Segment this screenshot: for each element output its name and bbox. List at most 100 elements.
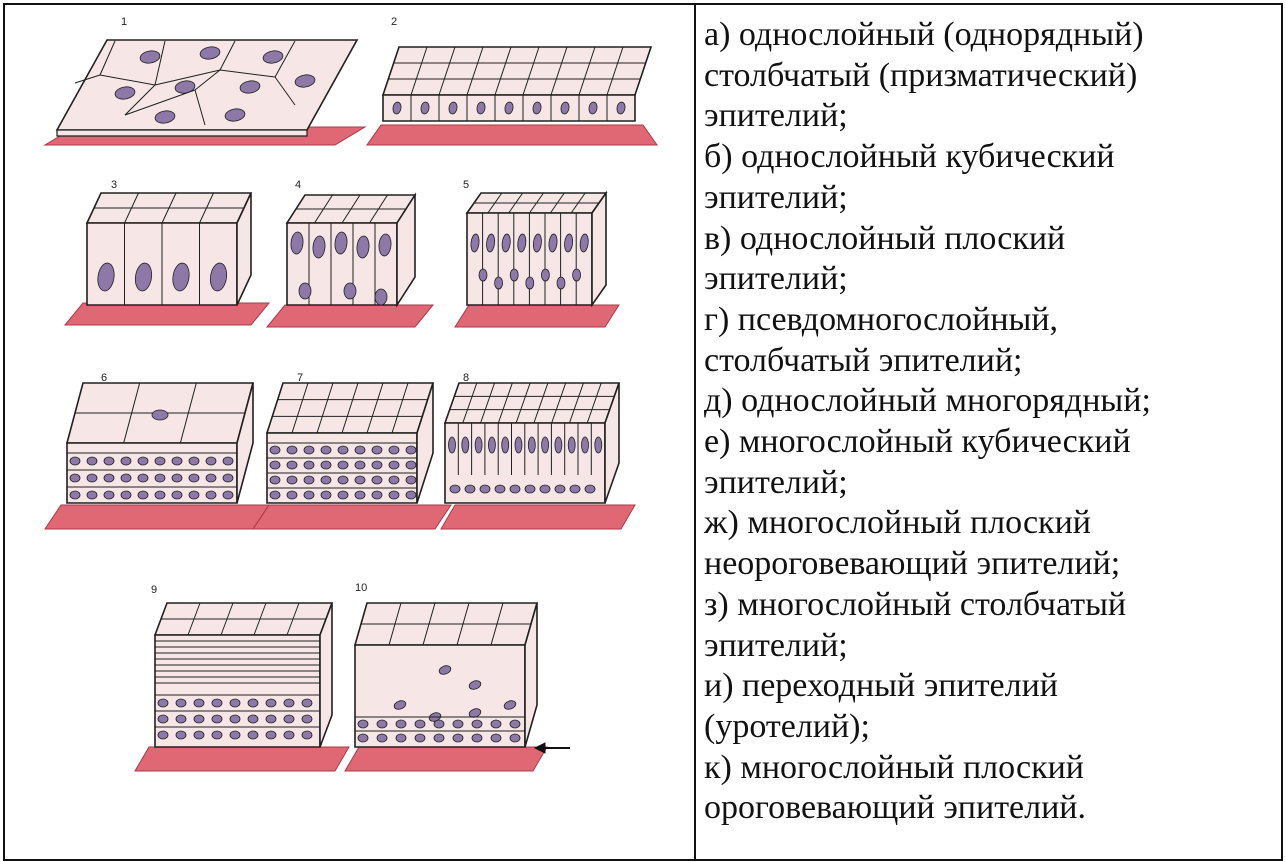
nucleus [206, 491, 216, 499]
nucleus [434, 720, 444, 728]
nucleus [510, 269, 518, 281]
legend-line: эпителий; [704, 259, 1286, 300]
legend-line: д) однослойный многорядный; [704, 381, 1286, 422]
nucleus [510, 720, 520, 728]
nucleus [406, 491, 416, 499]
nucleus [372, 491, 382, 499]
nucleus [302, 699, 312, 707]
table-divider [694, 5, 696, 859]
nucleus [495, 485, 505, 493]
nucleus [87, 457, 97, 465]
nucleus [344, 283, 356, 299]
nucleus [194, 715, 204, 723]
nucleus [230, 699, 240, 707]
nucleus [248, 731, 258, 739]
nucleus [302, 731, 312, 739]
panel-number: 7 [297, 372, 303, 384]
nucleus [434, 734, 444, 742]
nucleus [389, 491, 399, 499]
nucleus [304, 461, 314, 469]
nucleus [528, 437, 535, 453]
nucleus [355, 476, 365, 484]
nucleus [465, 485, 475, 493]
nucleus [304, 446, 314, 454]
nucleus [152, 410, 168, 420]
nucleus [270, 491, 280, 499]
nucleus [321, 461, 331, 469]
nucleus [480, 485, 490, 493]
nucleus [321, 446, 331, 454]
basement-membrane [345, 747, 547, 771]
nucleus [557, 277, 565, 289]
nucleus [284, 731, 294, 739]
nucleus [223, 491, 233, 499]
nucleus [172, 491, 182, 499]
legend-line: эпителий; [704, 178, 1286, 219]
nucleus [389, 446, 399, 454]
nucleus [138, 491, 148, 499]
nucleus [541, 269, 549, 281]
nucleus [355, 491, 365, 499]
panel-number: 8 [463, 372, 469, 384]
nucleus [70, 474, 80, 482]
nucleus [70, 491, 80, 499]
basement-membrane [65, 303, 269, 325]
nucleus [472, 720, 482, 728]
nucleus [176, 715, 186, 723]
panel-number: 2 [391, 16, 397, 28]
basement-membrane [135, 747, 349, 771]
nucleus [573, 269, 581, 281]
nucleus [172, 457, 182, 465]
nucleus [555, 485, 565, 493]
legend-line: г) псевдомногослойный, [704, 300, 1286, 341]
nucleus [155, 474, 165, 482]
nucleus [287, 461, 297, 469]
nucleus [212, 715, 222, 723]
nucleus [230, 731, 240, 739]
nucleus [266, 731, 276, 739]
panel-number: 9 [151, 584, 157, 596]
nucleus [270, 446, 280, 454]
nucleus [155, 491, 165, 499]
nucleus [462, 437, 469, 453]
nucleus [194, 699, 204, 707]
nucleus [158, 731, 168, 739]
side-face [592, 193, 606, 305]
nucleus [450, 485, 460, 493]
nucleus [491, 734, 501, 742]
nucleus [287, 446, 297, 454]
legend-line: эпителий; [704, 626, 1286, 667]
nucleus [355, 461, 365, 469]
legend-line: в) однослойный плоский [704, 219, 1286, 260]
nucleus [595, 437, 602, 453]
epithelium-types-list: а) однослойный (однорядный)столбчатый (п… [704, 15, 1286, 829]
nucleus [212, 731, 222, 739]
legend-line: а) однослойный (однорядный) [704, 15, 1286, 56]
panel-number: 3 [111, 179, 117, 191]
nucleus [87, 491, 97, 499]
nucleus [377, 720, 387, 728]
content-table: 12345678910 а) однослойный (однорядный)с… [3, 3, 1283, 861]
nucleus [176, 699, 186, 707]
nucleus [138, 457, 148, 465]
nucleus [172, 474, 182, 482]
nucleus [158, 715, 168, 723]
legend-line: е) многослойный кубический [704, 422, 1286, 463]
nucleus [121, 457, 131, 465]
panel-number: 10 [355, 582, 367, 594]
legend-line: и) переходный эпителий [704, 666, 1286, 707]
nucleus [87, 474, 97, 482]
panel-number: 6 [101, 372, 107, 384]
nucleus [453, 734, 463, 742]
nucleus [338, 461, 348, 469]
nucleus [406, 446, 416, 454]
nucleus [389, 461, 399, 469]
legend-line: ж) многослойный плоский [704, 503, 1286, 544]
legend-line: ороговевающий эпителий. [704, 788, 1286, 829]
basement-membrane [367, 125, 657, 145]
nucleus [510, 734, 520, 742]
nucleus [338, 446, 348, 454]
nucleus [338, 491, 348, 499]
basement-membrane [253, 505, 451, 529]
